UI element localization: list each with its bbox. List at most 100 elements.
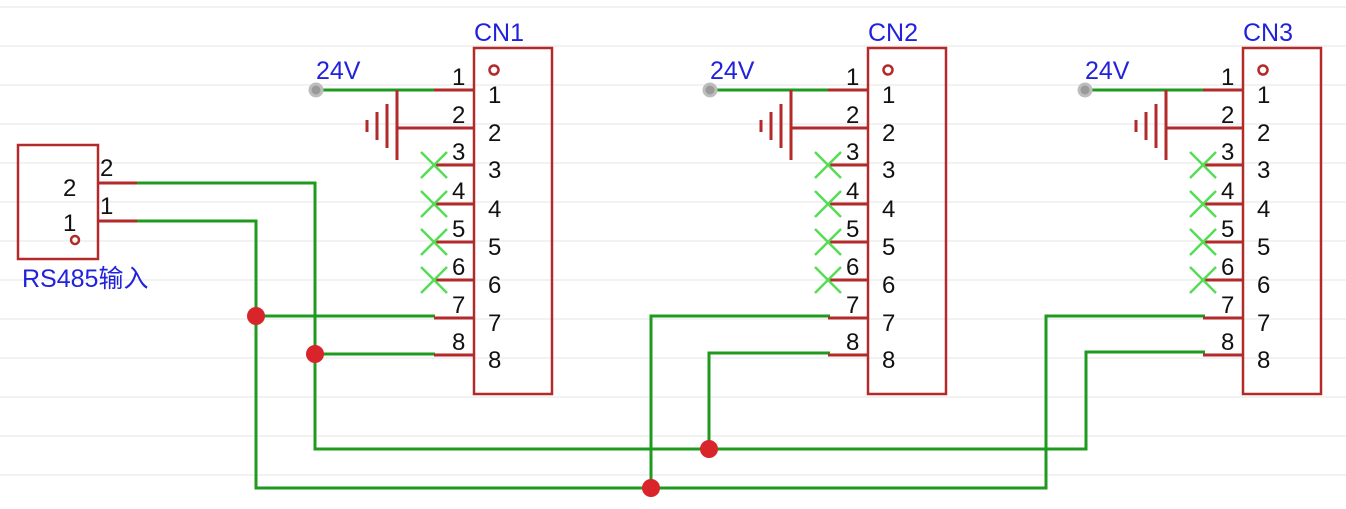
wire-cn2-pin8 xyxy=(707,351,830,449)
cn1-pin-3-outer: 3 xyxy=(452,139,465,166)
junctions xyxy=(247,307,718,497)
cn2-pin-6-outer: 6 xyxy=(846,254,859,281)
connectors-group: CN1112233445566778824VCN2112233445566778… xyxy=(308,19,1323,396)
no-connect-x-icon xyxy=(814,190,842,218)
cn1-pin-8-outer: 8 xyxy=(452,329,465,356)
rs485-connector: 2 1 2 1 RS485输入 xyxy=(16,143,148,293)
no-connect-x-icon xyxy=(814,228,842,256)
cn3-pin-1-outer: 1 xyxy=(1221,64,1234,91)
cn2-pin-2-outer: 2 xyxy=(846,102,859,129)
rs485-label: RS485输入 xyxy=(22,265,148,293)
cn2-pin-7-inner: 7 xyxy=(882,310,895,337)
cn2-pin-3-inner: 3 xyxy=(882,157,895,184)
cn2-pin-2-inner: 2 xyxy=(882,120,895,147)
rs485-pin-2-outer: 2 xyxy=(100,155,113,182)
no-connect-x-icon xyxy=(1189,228,1217,256)
cn2-pin-3-outer: 3 xyxy=(846,139,859,166)
rs485-pin-1-inner: 1 xyxy=(63,210,76,237)
cn1-pin-6-outer: 6 xyxy=(452,254,465,281)
ground-icon xyxy=(365,90,434,160)
power-port-icon xyxy=(702,82,718,98)
power-port-icon xyxy=(1077,82,1093,98)
wire-cn2-pin7 xyxy=(649,314,830,488)
no-connect-x-icon xyxy=(1189,190,1217,218)
cn3-pin-5-outer: 5 xyxy=(1221,216,1234,243)
no-connect-x-icon xyxy=(1189,151,1217,179)
rs485-body xyxy=(16,143,100,261)
junction-dot xyxy=(700,440,718,458)
cn2-body xyxy=(866,46,948,396)
cn2-pin-6-inner: 6 xyxy=(882,272,895,299)
cn1-pin-6-inner: 6 xyxy=(488,272,501,299)
cn2-pin-8-outer: 8 xyxy=(846,329,859,356)
cn2-pin-4-inner: 4 xyxy=(882,196,895,223)
junction-dot xyxy=(306,345,324,363)
cn1-body xyxy=(472,46,554,396)
cn1-pin-7-outer: 7 xyxy=(452,292,465,319)
rs485-pin-2-inner: 2 xyxy=(63,175,76,202)
cn3-pin-7-inner: 7 xyxy=(1257,310,1270,337)
cn3-pin-7-outer: 7 xyxy=(1221,292,1234,319)
wires xyxy=(137,181,1205,490)
cn2-pin-5-outer: 5 xyxy=(846,216,859,243)
cn1-power-label: 24V xyxy=(316,57,361,85)
cn1-pin-5-outer: 5 xyxy=(452,216,465,243)
cn3-pin-3-inner: 3 xyxy=(1257,157,1270,184)
cn3-body xyxy=(1241,46,1323,396)
cn3-title: CN3 xyxy=(1243,19,1293,47)
cn2-pin-8-inner: 8 xyxy=(882,347,895,374)
no-connect-x-icon xyxy=(814,266,842,294)
cn1-pin-2-outer: 2 xyxy=(452,102,465,129)
no-connect-x-icon xyxy=(420,190,448,218)
rs485-pin-1-outer: 1 xyxy=(100,193,113,220)
power-port-icon xyxy=(308,82,324,98)
pin-1-marker xyxy=(1257,64,1269,76)
cn2-pin-4-outer: 4 xyxy=(846,178,859,205)
cn3-pin-2-outer: 2 xyxy=(1221,102,1234,129)
cn2-title: CN2 xyxy=(868,19,918,47)
cn2-pin-7-outer: 7 xyxy=(846,292,859,319)
cn3-pin-2-inner: 2 xyxy=(1257,120,1270,147)
cn3-pin-6-outer: 6 xyxy=(1221,254,1234,281)
cn3-pin-5-inner: 5 xyxy=(1257,234,1270,261)
no-connect-x-icon xyxy=(420,266,448,294)
junction-dot xyxy=(247,307,265,325)
cn1-pin-7-inner: 7 xyxy=(488,310,501,337)
cn3-pin-1-inner: 1 xyxy=(1257,82,1270,109)
cn1-pin-4-outer: 4 xyxy=(452,178,465,205)
cn3-pin-3-outer: 3 xyxy=(1221,139,1234,166)
no-connect-x-icon xyxy=(814,151,842,179)
cn2-pin-1-outer: 1 xyxy=(846,64,859,91)
cn3-pin-8-inner: 8 xyxy=(1257,347,1270,374)
cn1-pin-5-inner: 5 xyxy=(488,234,501,261)
cn1-pin-3-inner: 3 xyxy=(488,157,501,184)
pin-1-marker xyxy=(488,64,500,76)
cn1-pin-2-inner: 2 xyxy=(488,120,501,147)
cn2-power-label: 24V xyxy=(710,57,755,85)
background-grid xyxy=(0,6,1346,476)
no-connect-x-icon xyxy=(1189,266,1217,294)
cn3-pin-4-inner: 4 xyxy=(1257,196,1270,223)
ground-icon xyxy=(759,90,828,160)
cn1-pin-8-inner: 8 xyxy=(488,347,501,374)
ground-icon xyxy=(1134,90,1203,160)
cn1-pin-1-inner: 1 xyxy=(488,82,501,109)
cn3-pin-8-outer: 8 xyxy=(1221,329,1234,356)
cn3-pin-4-outer: 4 xyxy=(1221,178,1234,205)
cn1-pin-1-outer: 1 xyxy=(452,64,465,91)
cn1-title: CN1 xyxy=(474,19,524,47)
cn1-pin-4-inner: 4 xyxy=(488,196,501,223)
no-connect-x-icon xyxy=(420,228,448,256)
cn2-pin-1-inner: 1 xyxy=(882,82,895,109)
no-connect-x-icon xyxy=(420,151,448,179)
cn2-pin-5-inner: 5 xyxy=(882,234,895,261)
pin-1-marker xyxy=(882,64,894,76)
junction-dot xyxy=(642,479,660,497)
cn3-pin-6-inner: 6 xyxy=(1257,272,1270,299)
pin-1-marker xyxy=(69,234,81,246)
cn3-power-label: 24V xyxy=(1085,57,1130,85)
